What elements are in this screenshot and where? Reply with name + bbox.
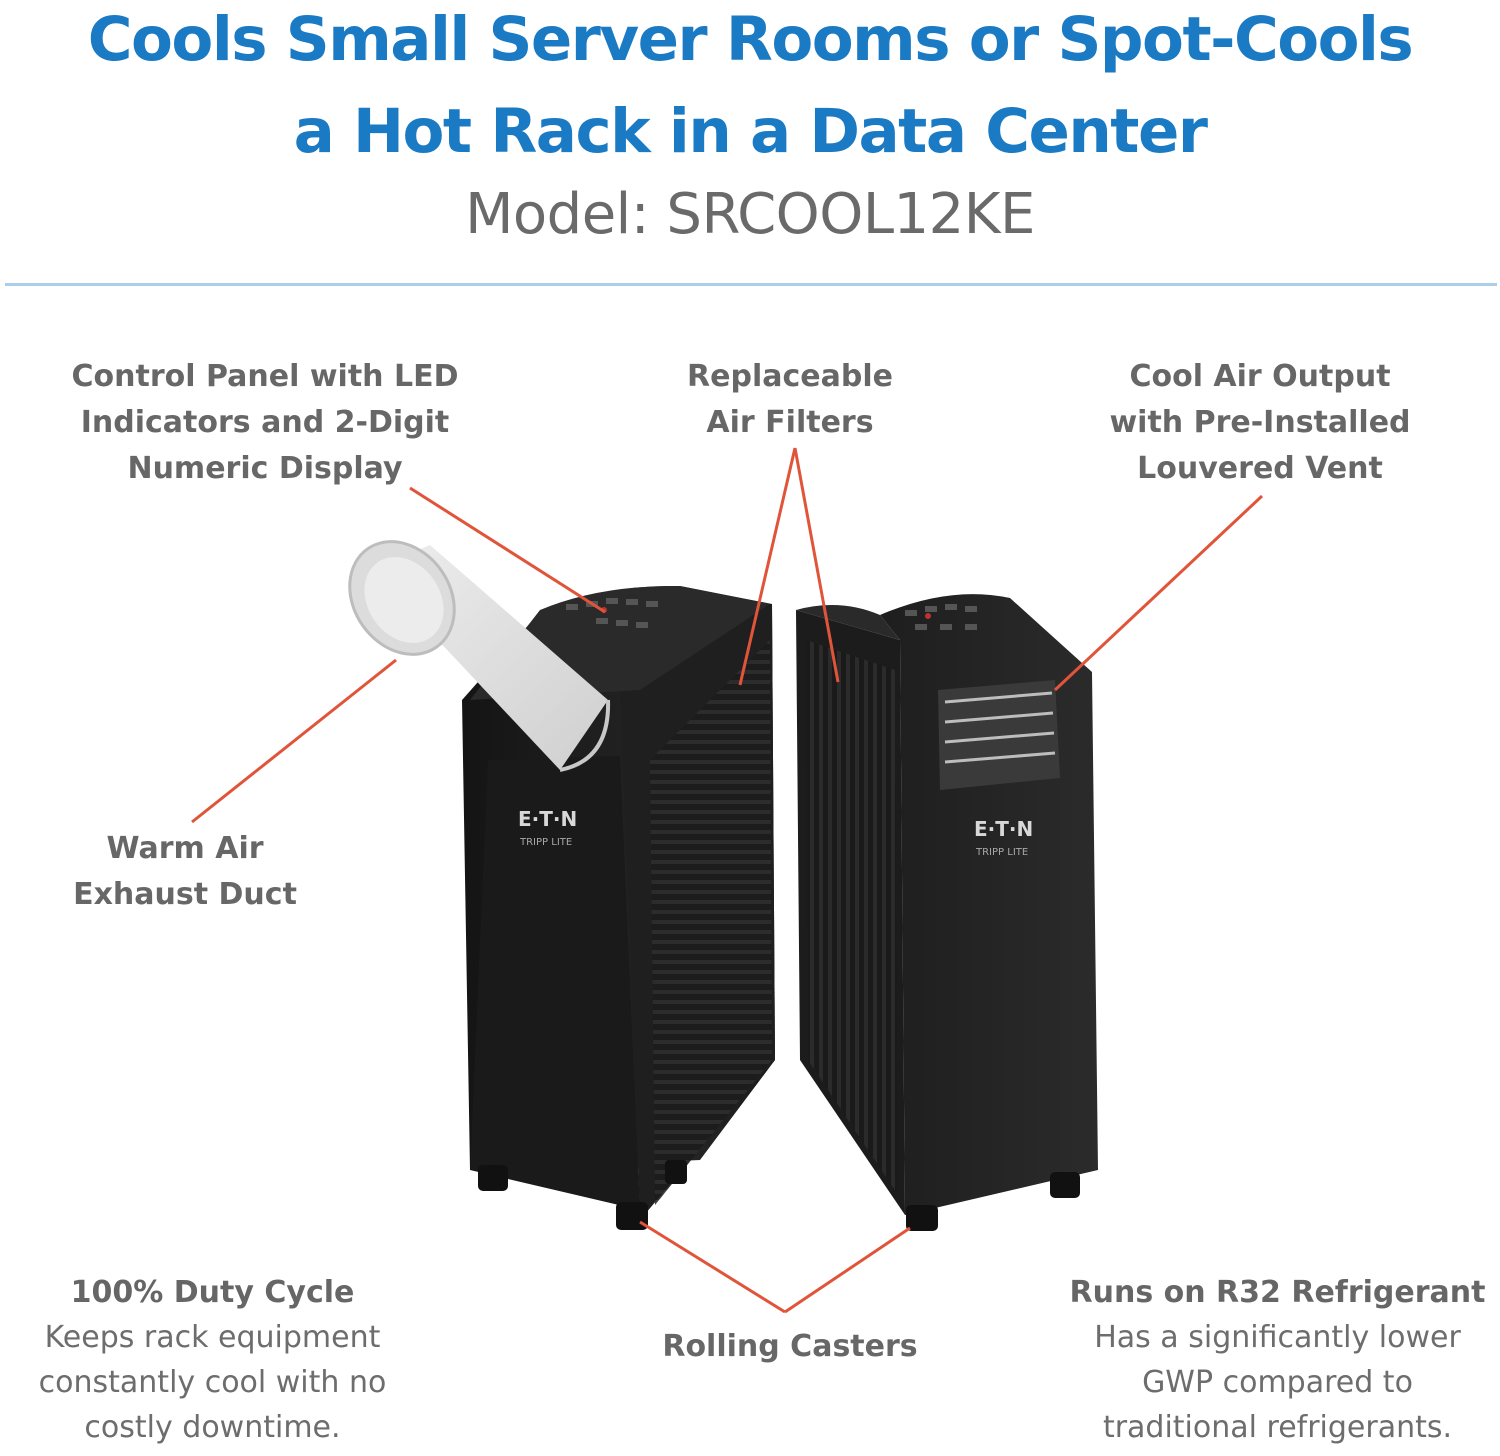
leader-warm-air	[191, 658, 397, 824]
feature-duty-cycle: 100% Duty Cycle Keeps rack equipment con…	[38, 1275, 387, 1445]
leader-filter-right	[793, 447, 840, 683]
leader-lines	[191, 447, 1264, 1314]
callout-control-panel: Control Panel with LED Indicators and 2-…	[71, 359, 459, 486]
feature-refrigerant: Runs on R32 Refrigerant Has a significan…	[1069, 1275, 1486, 1445]
model-number: Model: SRCOOL12KE	[465, 182, 1035, 247]
logo-sub-left: TRIPP LITE	[519, 837, 572, 848]
header-divider	[5, 283, 1497, 286]
headline-line-2: a Hot Rack in a Data Center	[293, 96, 1208, 167]
logo-sub-right: TRIPP LITE	[975, 847, 1028, 858]
callout-casters: Rolling Casters	[662, 1329, 918, 1364]
leader-caster-left	[639, 1220, 786, 1314]
headline-line-1: Cools Small Server Rooms or Spot-Cools	[87, 4, 1414, 75]
leader-caster-right	[784, 1226, 911, 1314]
leader-filter-left	[738, 447, 797, 686]
logo-right: E·T·N	[974, 817, 1033, 841]
right-cooling-unit: E·T·N TRIPP LITE	[796, 594, 1098, 1231]
leader-control-panel	[409, 486, 606, 614]
callout-cool-air: Cool Air Output with Pre-Installed Louve…	[1109, 359, 1411, 486]
logo-left: E·T·N	[518, 807, 577, 831]
exhaust-duct	[348, 540, 611, 772]
control-panel-right	[905, 604, 977, 630]
callout-warm-air: Warm Air Exhaust Duct	[73, 831, 297, 912]
callout-air-filters: Replaceable Air Filters	[687, 359, 893, 440]
louvered-vent	[938, 680, 1060, 790]
leader-cool-air	[1053, 494, 1264, 692]
